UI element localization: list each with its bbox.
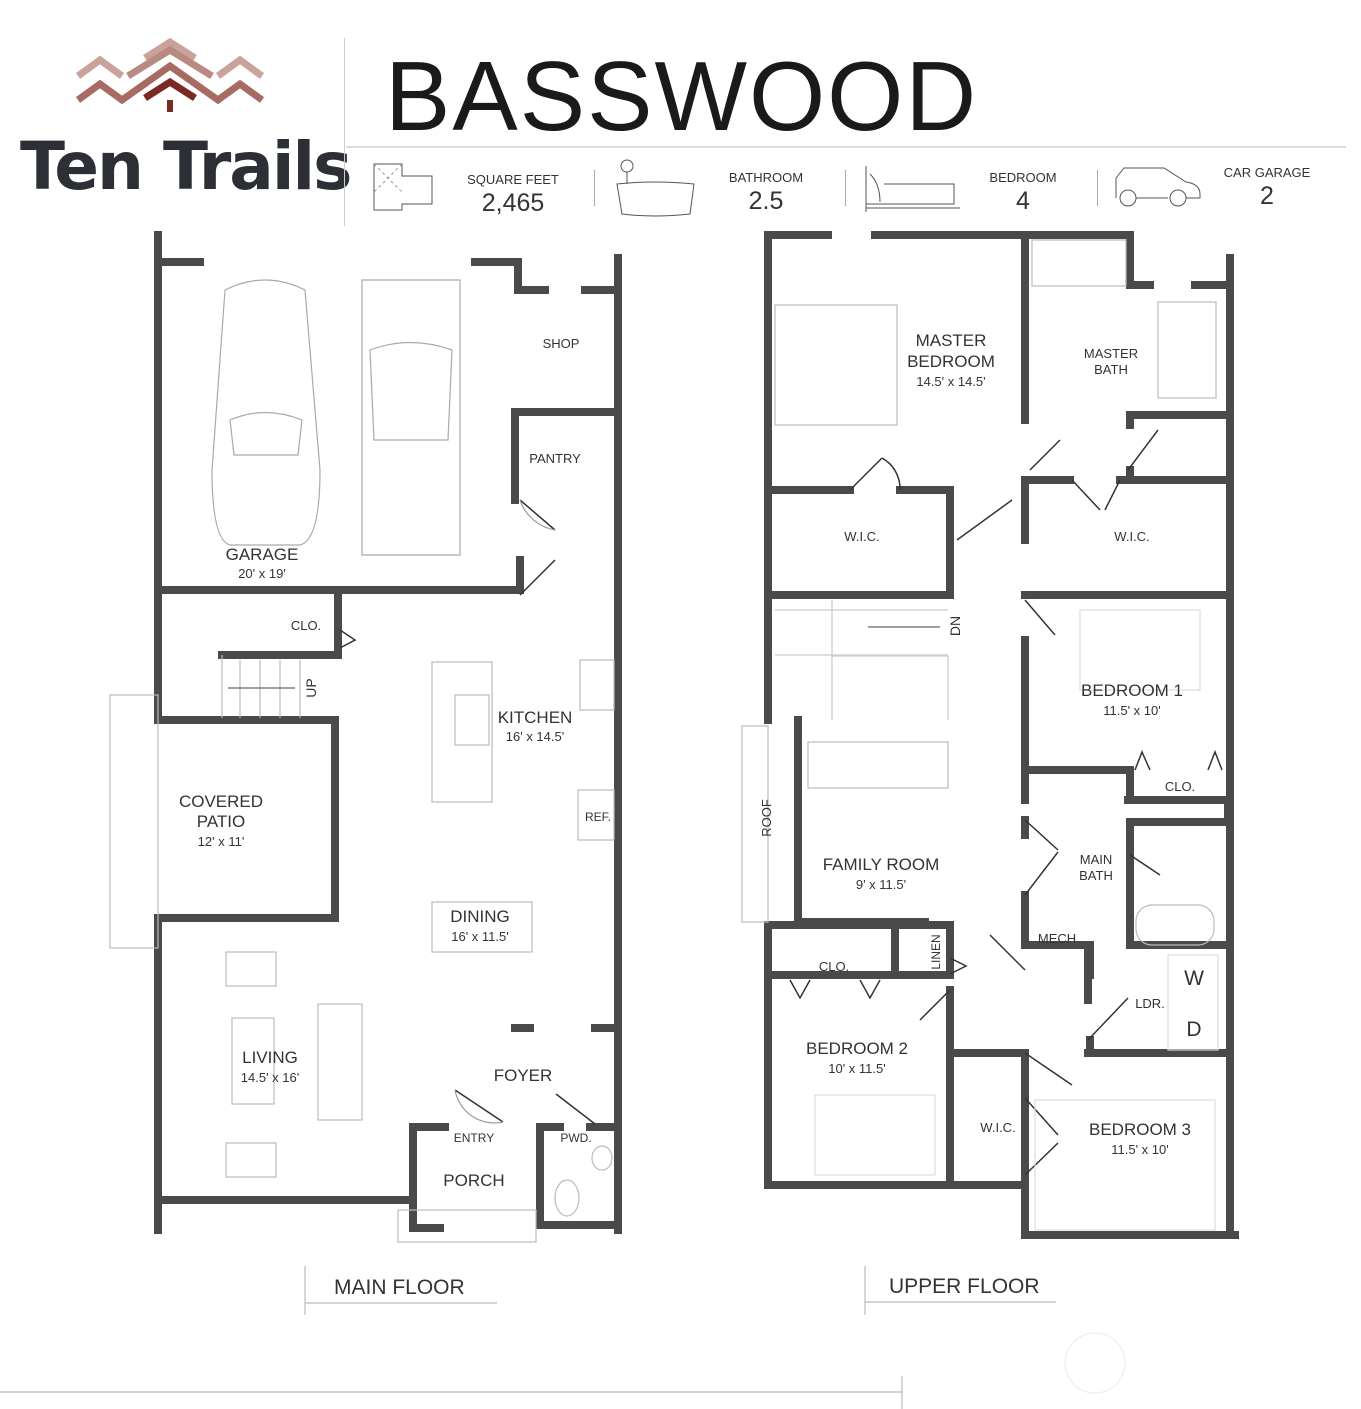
room-size-dining: 16' x 11.5' <box>451 929 508 944</box>
room-size-patio: 12' x 11' <box>198 834 245 849</box>
washer-label: W <box>1184 967 1204 990</box>
upper-floor-thin <box>339 239 1223 1231</box>
room-label-living: LIVING <box>242 1048 298 1067</box>
room-size-bedroom1: 11.5' x 10' <box>1103 703 1160 718</box>
upper-floor-walls <box>764 231 1239 1239</box>
room-label-ldr: LDR. <box>1135 996 1165 1011</box>
room-label-master-bedroom-2: BEDROOM <box>907 352 995 371</box>
upper-floor-labels: MASTER BEDROOM 14.5' x 14.5' MASTER BATH… <box>759 331 1204 1157</box>
bed-icon <box>865 166 960 212</box>
room-label-wic3: W.I.C. <box>980 1120 1015 1135</box>
room-label-master-bath-2: BATH <box>1094 362 1128 377</box>
room-label-master-bath-1: MASTER <box>1084 346 1138 361</box>
main-floor-thin <box>109 499 615 1243</box>
main-floor-label: MAIN FLOOR <box>334 1276 465 1299</box>
roof-label: ROOF <box>759 799 774 837</box>
room-label-bedroom1: BEDROOM 1 <box>1081 681 1183 700</box>
room-label-bedroom3: BEDROOM 3 <box>1089 1120 1191 1139</box>
stat-label: CAR GARAGE <box>1223 165 1311 180</box>
room-label-kitchen: KITCHEN <box>498 708 573 727</box>
room-label-wic-right: W.I.C. <box>1114 529 1149 544</box>
room-label-clo: CLO. <box>291 618 321 633</box>
main-floor-walls <box>154 231 622 1234</box>
room-size-garage: 20' x 19' <box>238 566 286 581</box>
brand-name: Ten Trails <box>20 128 352 205</box>
stat-label: SQUARE FEET <box>467 172 559 187</box>
room-label-entry: ENTRY <box>454 1131 494 1145</box>
stat-value: 2.5 <box>748 187 784 215</box>
plan-title: BASSWOOD <box>385 41 979 151</box>
cars <box>211 279 461 556</box>
main-floor-labels: SHOP PANTRY GARAGE 20' x 19' CLO. UP KIT… <box>179 336 611 1190</box>
room-label-main-bath-1: MAIN <box>1080 852 1113 867</box>
room-label-family-room: FAMILY ROOM <box>823 855 940 874</box>
room-label-wic-left: W.I.C. <box>844 529 879 544</box>
room-label-linen: LINEN <box>929 934 943 969</box>
room-label-foyer: FOYER <box>494 1066 553 1085</box>
room-label-clo1: CLO. <box>1165 779 1195 794</box>
stat-value: 4 <box>1016 187 1030 215</box>
ten-trails-logo-mark <box>75 37 265 112</box>
dryer-label: D <box>1186 1018 1201 1041</box>
stat-label: BEDROOM <box>989 170 1057 185</box>
room-size-family-room: 9' x 11.5' <box>856 877 906 892</box>
room-label-master-bedroom-1: MASTER <box>916 331 987 350</box>
room-label-garage: GARAGE <box>226 545 299 564</box>
room-size-kitchen: 16' x 14.5' <box>506 729 564 744</box>
room-label-pwd: PWD. <box>560 1131 591 1145</box>
room-label-bedroom2: BEDROOM 2 <box>806 1039 908 1058</box>
stat-label: BATHROOM <box>728 170 804 185</box>
room-label-pantry: PANTRY <box>529 451 581 466</box>
header-divider <box>344 38 345 226</box>
room-label-main-bath-2: BATH <box>1079 868 1113 883</box>
room-label-dining: DINING <box>450 907 510 926</box>
room-size-living: 14.5' x 16' <box>241 1070 299 1085</box>
floorplan-icon <box>373 163 433 211</box>
room-label-shop: SHOP <box>543 336 580 351</box>
stairs-up-label: UP <box>303 678 319 697</box>
upper-floor-label: UPPER FLOOR <box>889 1275 1040 1298</box>
room-label-mech: MECH <box>1038 931 1076 946</box>
title-underline <box>346 146 1346 148</box>
stat-value: 2,465 <box>481 189 545 217</box>
stairs-down-label: DN <box>947 616 963 636</box>
room-label-patio-1: COVERED <box>179 792 263 811</box>
room-label-patio-2: PATIO <box>197 812 246 831</box>
room-label-clo2: CLO. <box>819 959 849 974</box>
floor-label-lines <box>0 1266 1126 1409</box>
room-size-bedroom2: 10' x 11.5' <box>828 1061 885 1076</box>
ref-label: REF. <box>585 810 611 824</box>
room-size-bedroom3: 11.5' x 10' <box>1111 1142 1168 1157</box>
stat-value: 2 <box>1260 182 1274 210</box>
room-label-porch: PORCH <box>443 1171 504 1190</box>
room-size-master-bedroom: 14.5' x 14.5' <box>916 374 985 389</box>
bathtub-icon <box>616 159 695 217</box>
car-icon <box>1115 167 1201 207</box>
